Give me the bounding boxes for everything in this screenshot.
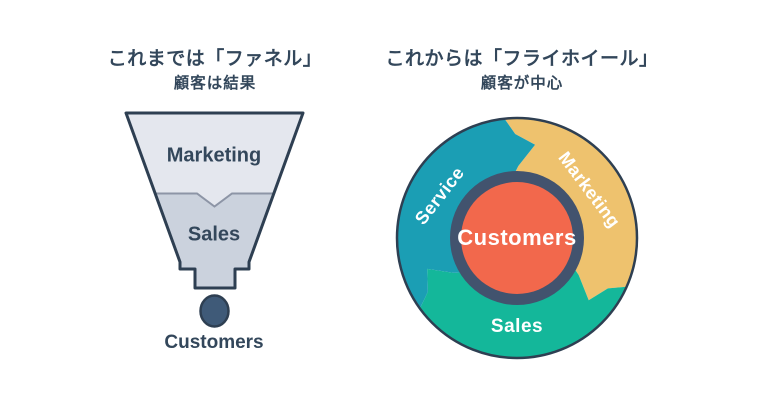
funnel-stage-marketing-label: Marketing — [166, 144, 262, 167]
right-title: これからは「フライホイール」 — [385, 48, 659, 70]
flywheel-sales-label: Sales — [490, 316, 544, 337]
funnel-customers-label: Customers — [164, 332, 264, 353]
flywheel-customers-label: Customers — [457, 225, 577, 250]
funnel-stage-sales-label: Sales — [187, 223, 241, 246]
funnel-outline — [124, 111, 305, 290]
left-title: これまでは「ファネル」 — [107, 48, 323, 70]
flywheel-outline — [395, 116, 639, 360]
customers-dot-outline — [199, 294, 230, 328]
left-subtitle: 顧客は結果 — [173, 75, 257, 92]
customers-dot — [200, 295, 229, 327]
funnel-top-section-shape — [126, 113, 303, 206]
funnel-divider-line — [156, 192, 273, 208]
right-subtitle: 顧客が中心 — [480, 75, 564, 92]
flywheel-center-circle — [461, 182, 573, 294]
